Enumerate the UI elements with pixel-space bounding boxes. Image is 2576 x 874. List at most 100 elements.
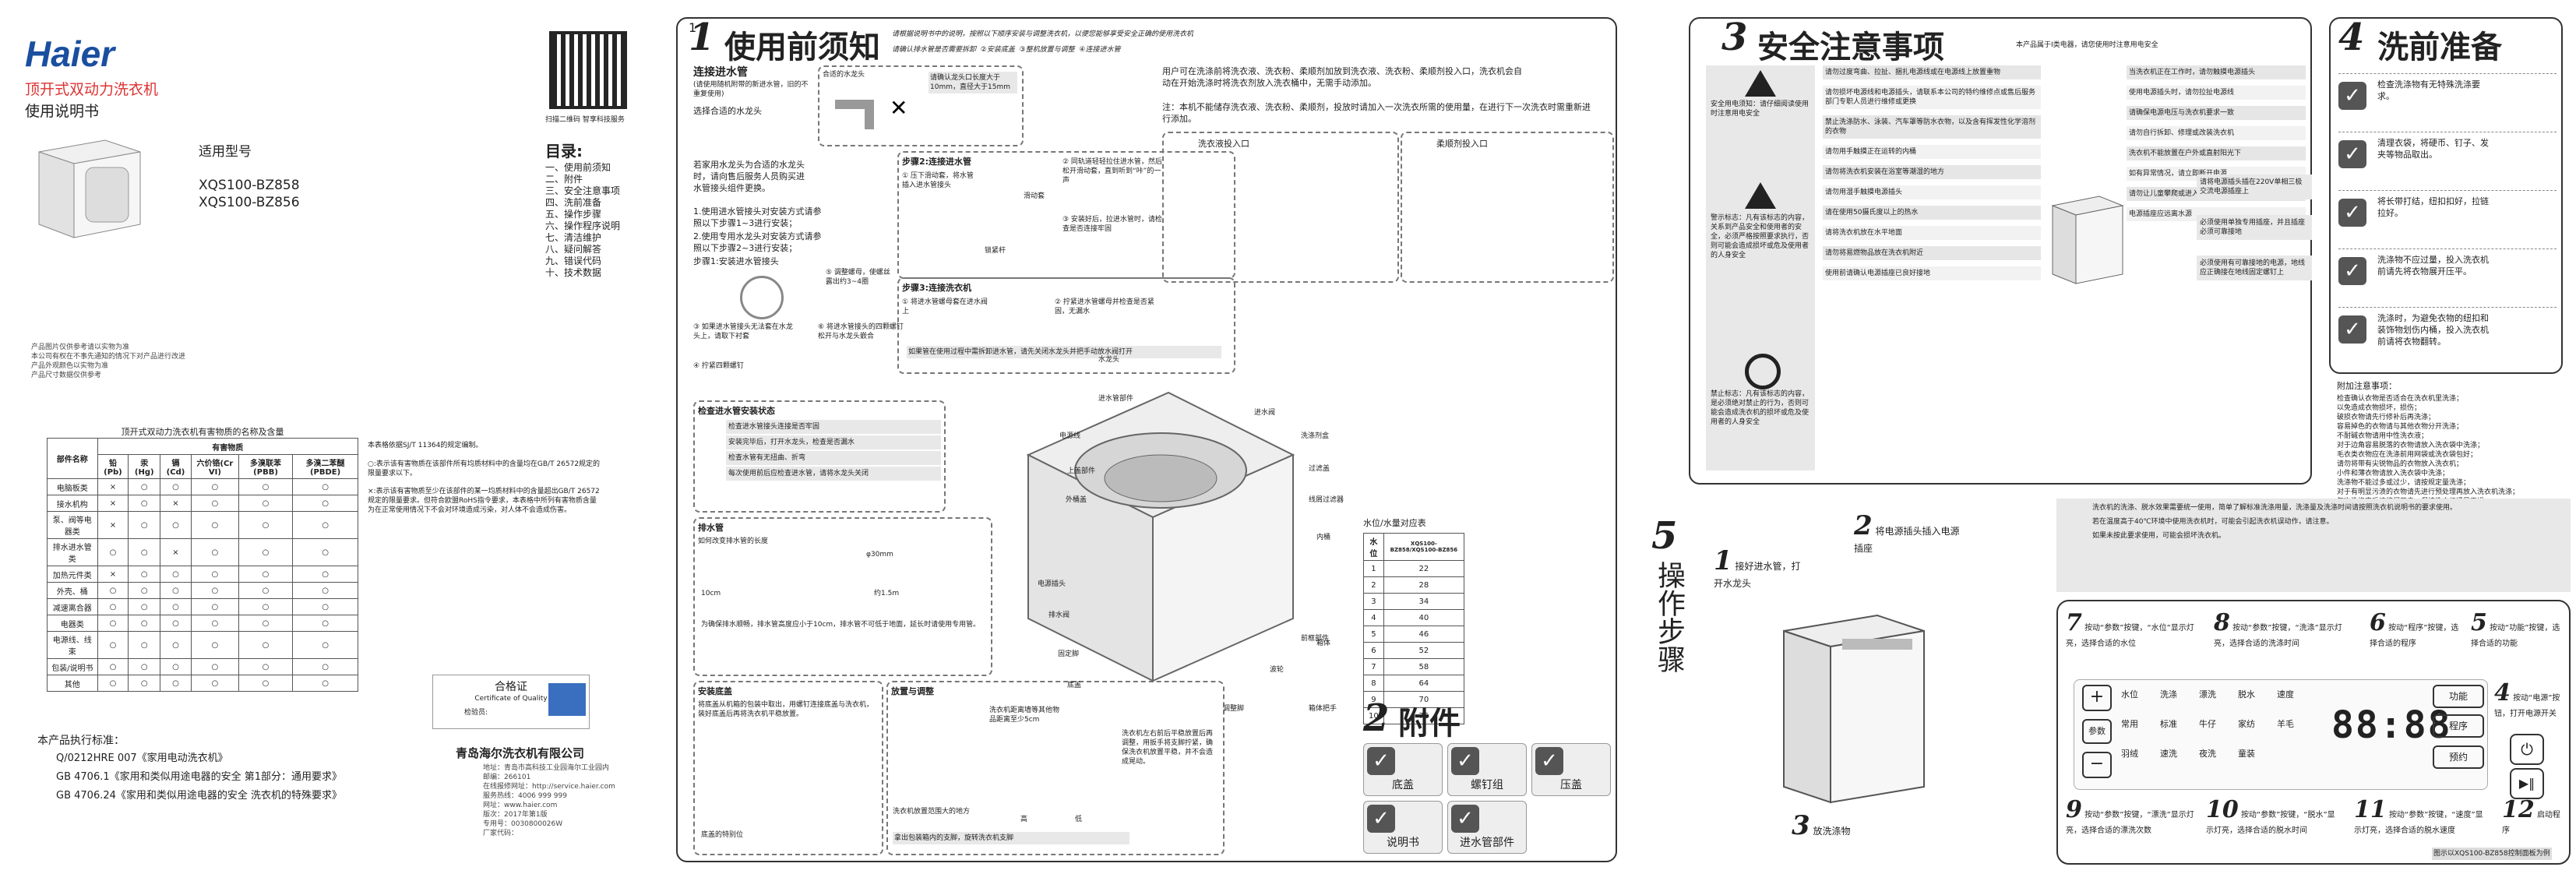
section-1-title: 使用前须知 <box>724 30 880 65</box>
check-icon: ✓ <box>2338 257 2366 285</box>
toc-item[interactable]: 四、洗前准备 <box>545 197 602 208</box>
table-row: 包装/说明书○○○○○○ <box>47 658 358 675</box>
toc-item[interactable]: 九、错误代码 <box>545 256 602 266</box>
step-number: 2 <box>1854 510 1873 541</box>
step1-note: ⑥ 将进水管接头的四颗螺钉松开与水龙头嵌合 <box>818 323 904 340</box>
toc-item[interactable]: 十、技术数据 <box>545 267 602 278</box>
hazard-table: 部件名称 有害物质 铅(Pb) 汞(Hg) 镉(Cd) 六价铬(Cr VI) 多… <box>47 438 359 692</box>
toc-item[interactable]: 二、附件 <box>545 174 583 185</box>
addl-item: 容易掉色的衣物请与其他衣物分开洗涤； <box>2337 423 2464 431</box>
panel-label[interactable]: 脱水 <box>2238 689 2255 700</box>
check-item: 检查进水管接头连接是否牢固 <box>726 420 941 434</box>
check-item: 每次使用前后应检查进水管，请将水龙头关闭 <box>726 467 941 481</box>
table-cell: ○ <box>292 566 358 583</box>
floor-box: 安装底盖 将底盖从机箱的包装中取出，用螺钉连接底盖与洗衣机，装好底盖后再将洗衣机… <box>693 681 883 855</box>
wet-note: 必须使用有可靠接地的电源，地线应正确接在地线固定螺钉上 <box>2197 256 2312 280</box>
minus-button[interactable]: − <box>2082 752 2112 778</box>
table-cell: ○ <box>160 615 192 632</box>
power-button[interactable]: ⏻ <box>2510 734 2544 765</box>
safety-item: 请确保电源电压与洗衣机要求一致 <box>2127 106 2306 120</box>
accessory-label: 螺钉组 <box>1471 779 1503 791</box>
table-cell: ○ <box>97 658 129 675</box>
table-cell: ○ <box>238 566 294 583</box>
section-5-note: 洗衣机的洗涤、脱水效果需要统一使用，简单了解标准洗涤用量，洗涤量及洗涤时间请按照… <box>2092 504 2458 512</box>
table-cell: 5 <box>1363 626 1384 643</box>
plus-button[interactable]: + <box>2082 685 2112 711</box>
table-cell: × <box>97 566 129 583</box>
part-label: 箱体把手 <box>1309 705 1337 713</box>
addl-item: 检查确认衣物是否适合在洗衣机里洗涤； <box>2337 395 2464 403</box>
panel-label[interactable]: 家纺 <box>2238 719 2255 729</box>
table-row: 加热元件类×○○○○○ <box>47 566 358 583</box>
panel-label[interactable]: 速度 <box>2277 689 2294 700</box>
panel-label[interactable]: 洗涤 <box>2160 689 2177 700</box>
left-warnings-column: 安全用电须知：请仔细阅读使用时注意用电安全 警示标志：凡有该标志的内容，关系到产… <box>1706 65 1815 470</box>
panel-label[interactable]: 羽绒 <box>2121 749 2138 759</box>
step3-note: ② 拧紧进水管螺母并检查是否紧固，无漏水 <box>1055 298 1154 315</box>
panel-label[interactable]: 标准 <box>2160 719 2177 729</box>
table-cell: ○ <box>97 631 129 659</box>
small-note: 产品尺寸数据仅供参考 <box>31 372 102 379</box>
addl-item: 请勿将带有尖锐物品的衣物放入洗衣机； <box>2337 460 2464 468</box>
table-cell: 电器类 <box>47 615 98 632</box>
param-button[interactable]: 参数 <box>2082 719 2112 744</box>
toc-item[interactable]: 三、安全注意事项 <box>545 185 621 196</box>
table-cell: ○ <box>190 598 239 615</box>
safety-item: 请勿将易燃物品放在洗衣机附近 <box>1823 246 2041 260</box>
step2-title: 步骤2:连接进水管 <box>902 157 972 167</box>
panel-label[interactable]: 牛仔 <box>2199 719 2216 729</box>
step-text: 按动“电源”按钮，打开电源开关 <box>2494 694 2560 718</box>
addl-item: 小件和薄衣物请放入洗衣袋中洗涤； <box>2337 470 2450 478</box>
panel-label[interactable]: 夜洗 <box>2199 749 2216 759</box>
address-line[interactable]: 网址：www.haier.com <box>483 802 558 809</box>
section-5-title-text: 操作步骤 <box>1653 561 1685 673</box>
panel-label[interactable]: 水位 <box>2121 689 2138 700</box>
panel-label[interactable]: 常用 <box>2121 719 2138 729</box>
address-line[interactable]: 在线报修网址：http://service.haier.com <box>483 783 615 791</box>
table-cell: ○ <box>97 538 129 566</box>
addl-title: 附加注意事项： <box>2337 381 2397 391</box>
table-note-2: ○:表示该有害物质在该部件所有均质材料中的含量均在GB/T 26572规定的限量… <box>368 460 601 478</box>
company-name: 青岛海尔洗衣机有限公司 <box>456 746 585 760</box>
panel-label[interactable]: 羊毛 <box>2277 719 2294 729</box>
table-cell: 34 <box>1383 593 1465 610</box>
check-inlet-box: 检查进水管安装状态 检查进水管接头连接是否牢固 安装完毕后，打开水龙头，检查是否… <box>693 400 946 513</box>
part-label: 前框部件 <box>1301 635 1330 643</box>
step-number: 1 <box>1714 545 1732 576</box>
table-header: 镉(Cd) <box>160 454 192 479</box>
table-row: 其他○○○○○○ <box>47 675 358 692</box>
table-cell: 64 <box>1383 675 1465 692</box>
reserve-button[interactable]: 预约 <box>2433 745 2484 769</box>
toc-item[interactable]: 六、操作程序说明 <box>545 220 621 231</box>
section-1-checklist: 请确认排水管是否需要拆卸 ②安装底盖 ③整机放置与调整 ④连接进水管 <box>892 45 1120 55</box>
toc-item[interactable]: 八、疑问解答 <box>545 244 602 255</box>
toc-item[interactable]: 一、使用前须知 <box>545 162 611 173</box>
table-cell: ○ <box>190 631 239 659</box>
check-item: 安装完毕后，打开水龙头，检查是否漏水 <box>726 435 941 449</box>
start-pause-button[interactable]: ▶‖ <box>2510 768 2544 799</box>
toc-item[interactable]: 五、操作步骤 <box>545 209 602 220</box>
function-button[interactable]: 功能 <box>2433 685 2484 708</box>
check-icon: ✓ <box>2338 199 2366 227</box>
table-note-3: ×:表示该有害物质至少在该部件的某一均质材料中的含量超出GB/T 26572规定… <box>368 488 600 514</box>
section-5-note: 如果未按此要求使用，可能会损坏洗衣机。 <box>2092 532 2226 540</box>
accessory-grid: ✓底盖✓螺钉组✓压盖✓说明书✓进水管部件 <box>1363 743 1612 860</box>
table-cell: × <box>160 538 192 566</box>
panel-label[interactable]: 漂洗 <box>2199 689 2216 700</box>
table-cell: ○ <box>238 675 294 692</box>
toc-item[interactable]: 七、清洁维护 <box>545 232 602 243</box>
prep-list: ✓检查洗涤物有无特殊洗涤要求。✓清理衣袋，将硬币、钉子、发夹等物品取出。✓将长带… <box>2338 73 2557 365</box>
table-cell: ○ <box>128 631 161 659</box>
drain-tip: 如何改变排水管的长度 <box>698 537 769 545</box>
table-cell: ○ <box>292 675 358 692</box>
panel-label[interactable]: 速洗 <box>2160 749 2177 759</box>
step-number: 9 <box>2066 796 2082 823</box>
table-cell: × <box>97 478 129 495</box>
table-cell: ○ <box>97 598 129 615</box>
program-button[interactable]: 程序 <box>2433 714 2484 738</box>
qr-code[interactable] <box>549 31 627 109</box>
table-cell: ○ <box>238 615 294 632</box>
panel-label[interactable]: 童装 <box>2238 749 2255 759</box>
table-cell: ○ <box>190 495 239 512</box>
